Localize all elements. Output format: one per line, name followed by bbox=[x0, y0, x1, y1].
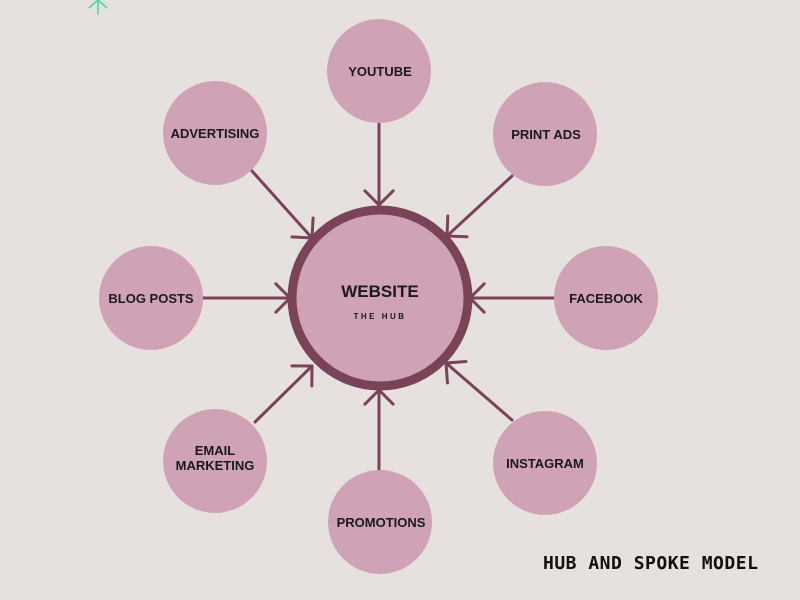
spoke-label-print-ads: PRINT ADS bbox=[511, 127, 581, 142]
spoke-instagram: INSTAGRAM bbox=[493, 411, 597, 515]
spoke-circle-advertising bbox=[163, 81, 267, 185]
model-title: HUB AND SPOKE MODEL bbox=[543, 553, 759, 574]
arrow-shaft-print-ads bbox=[445, 174, 514, 238]
arrow-youtube bbox=[363, 122, 395, 207]
spoke-advertising: ADVERTISING bbox=[163, 81, 267, 185]
spoke-facebook: FACEBOOK bbox=[554, 246, 658, 350]
arrow-promotions bbox=[363, 388, 395, 472]
spoke-email-marketing: EMAIL MARKETING bbox=[163, 409, 267, 513]
spoke-promotions: PROMOTIONS bbox=[328, 470, 432, 574]
spoke-label-youtube: YOUTUBE bbox=[348, 64, 412, 79]
arrow-blog-posts bbox=[201, 282, 292, 314]
arrow-shaft-instagram bbox=[444, 361, 514, 422]
hub-node: WEBSITE THE HUB bbox=[287, 205, 473, 391]
arrow-head-instagram bbox=[444, 360, 468, 385]
spoke-label-instagram: INSTAGRAM bbox=[506, 456, 584, 471]
spoke-label-facebook: FACEBOOK bbox=[569, 291, 643, 306]
spoke-label-email-marketing-line-2: MARKETING bbox=[176, 458, 255, 473]
arrow-shaft-email-marketing bbox=[253, 364, 314, 424]
arrow-email-marketing bbox=[253, 364, 314, 424]
spoke-circle-instagram bbox=[493, 411, 597, 515]
arrow-advertising bbox=[250, 169, 315, 240]
spoke-circle-youtube bbox=[327, 19, 431, 123]
spoke-circle-promotions bbox=[328, 470, 432, 574]
hub-title: WEBSITE bbox=[341, 282, 418, 301]
hub-subtitle: THE HUB bbox=[353, 312, 406, 321]
spoke-circle-email-marketing bbox=[163, 409, 267, 513]
arrow-head-youtube bbox=[363, 189, 395, 207]
arrow-print-ads bbox=[445, 174, 514, 239]
spoke-circle-blog-posts bbox=[99, 246, 203, 350]
spoke-circle-facebook bbox=[554, 246, 658, 350]
spoke-circle-print-ads bbox=[493, 82, 597, 186]
spoke-youtube: YOUTUBE bbox=[327, 19, 431, 123]
spoke-blog-posts: BLOG POSTS bbox=[99, 246, 203, 350]
spoke-label-blog-posts: BLOG POSTS bbox=[108, 291, 194, 306]
spoke-print-ads: PRINT ADS bbox=[493, 82, 597, 186]
arrow-instagram bbox=[444, 360, 514, 422]
arrow-facebook bbox=[468, 282, 557, 314]
corner-mark-icon bbox=[88, 0, 108, 15]
spoke-label-email-marketing-line-1: EMAIL bbox=[195, 443, 236, 458]
spoke-label-advertising: ADVERTISING bbox=[171, 126, 260, 141]
arrow-head-email-marketing bbox=[290, 364, 314, 388]
spoke-label-promotions: PROMOTIONS bbox=[337, 515, 426, 530]
hub-circle bbox=[287, 205, 473, 391]
arrow-shaft-advertising bbox=[250, 169, 314, 240]
